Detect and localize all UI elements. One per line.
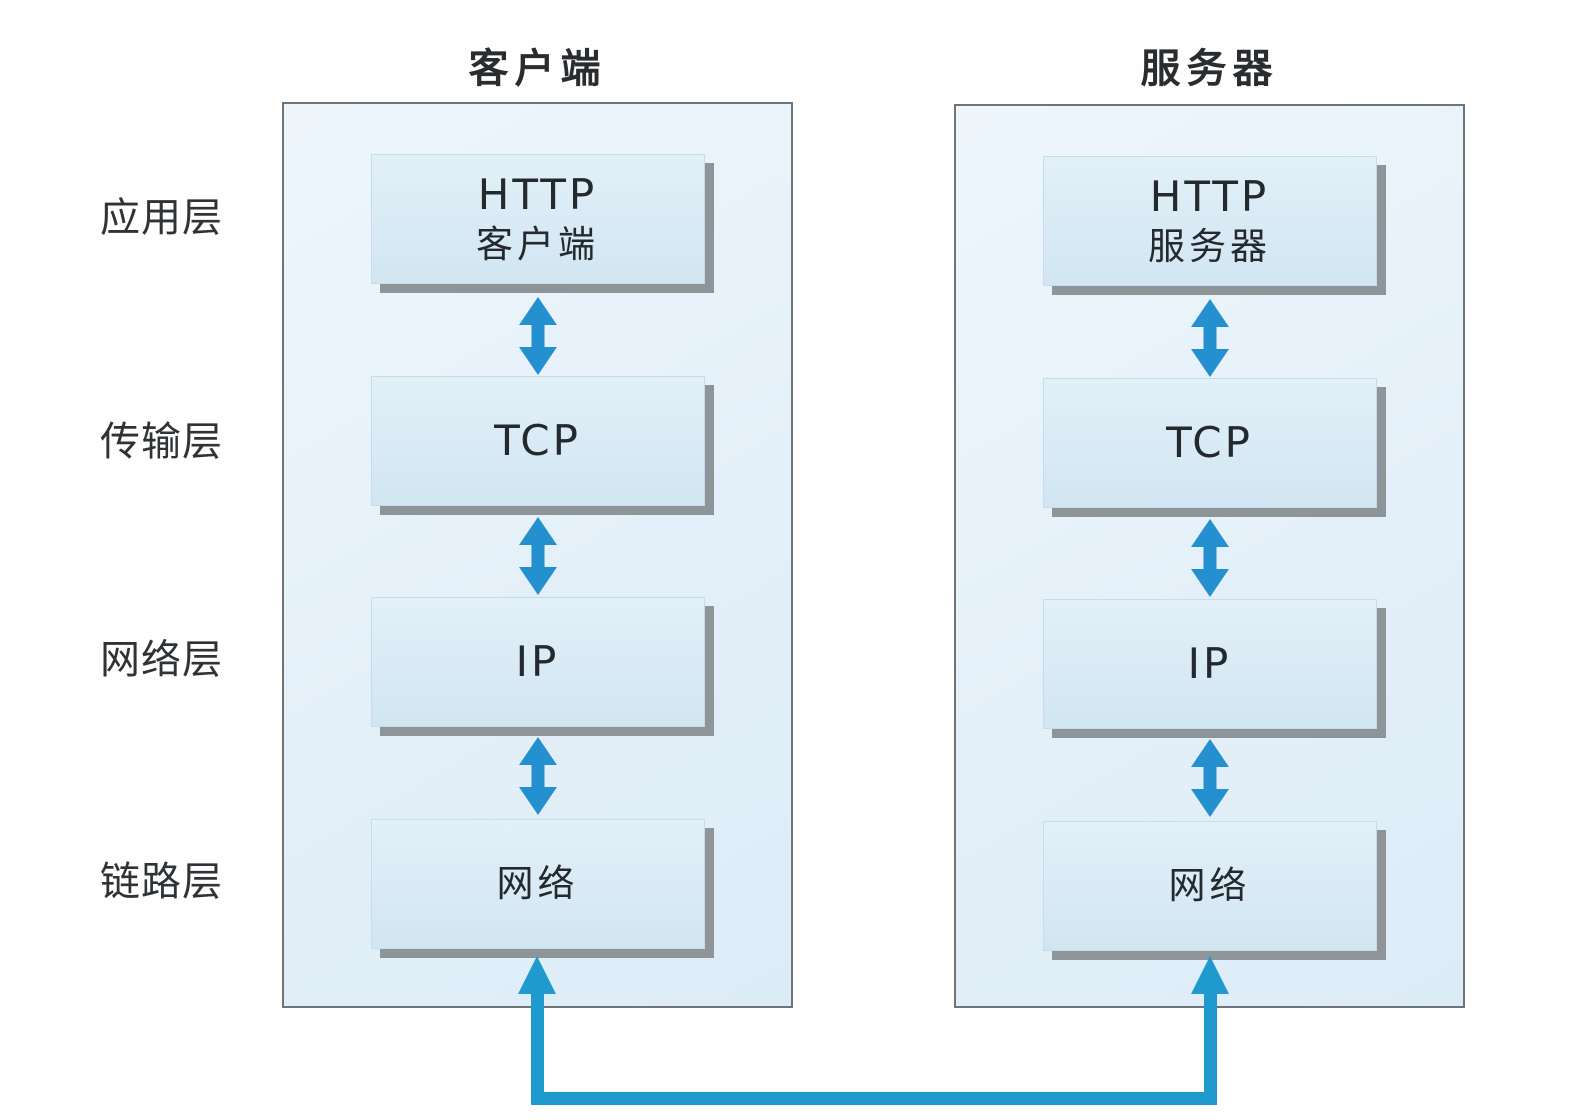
box-sublabel: 客户端 (476, 223, 599, 266)
client-column-title: 客户端 (468, 46, 607, 92)
connector-up-arrowhead-client-icon (518, 956, 556, 994)
double-arrow-icon (1190, 739, 1229, 817)
box-label: IP (515, 637, 560, 686)
server-column-title: 服务器 (1140, 46, 1279, 92)
connector-up-arrowhead-server-icon (1191, 956, 1229, 994)
box-label: HTTP (1149, 172, 1270, 221)
box-tcp-server: TCP (1042, 378, 1377, 508)
double-arrow-icon (1190, 299, 1229, 377)
box-label: IP (1187, 639, 1232, 688)
box-label: 网络 (496, 862, 579, 905)
double-arrow-icon (1190, 519, 1229, 597)
box-label: HTTP (477, 170, 598, 219)
box-label: 网络 (1168, 864, 1251, 907)
client-column-panel: HTTP 客户端 TCP IP 网络 (282, 102, 793, 1008)
layer-label-application: 应用层 (100, 195, 223, 241)
server-column-panel: HTTP 服务器 TCP IP 网络 (954, 104, 1465, 1008)
layer-label-transport: 传输层 (100, 419, 223, 465)
box-ip-client: IP (370, 597, 705, 727)
double-arrow-icon (518, 737, 557, 815)
connector-vertical-server (1204, 992, 1217, 1105)
connector-vertical-client (531, 992, 544, 1105)
box-http-client: HTTP 客户端 (370, 154, 705, 284)
box-label: TCP (1166, 418, 1253, 467)
connector-horizontal-bar (531, 1092, 1217, 1105)
box-sublabel: 服务器 (1148, 225, 1271, 268)
box-label: TCP (494, 416, 581, 465)
box-tcp-client: TCP (370, 376, 705, 506)
box-network-client: 网络 (370, 819, 705, 949)
double-arrow-icon (518, 297, 557, 375)
box-ip-server: IP (1042, 599, 1377, 729)
layer-label-network: 网络层 (100, 637, 223, 683)
box-network-server: 网络 (1042, 821, 1377, 951)
double-arrow-icon (518, 517, 557, 595)
box-http-server: HTTP 服务器 (1042, 156, 1377, 286)
layer-label-link: 链路层 (100, 859, 223, 905)
